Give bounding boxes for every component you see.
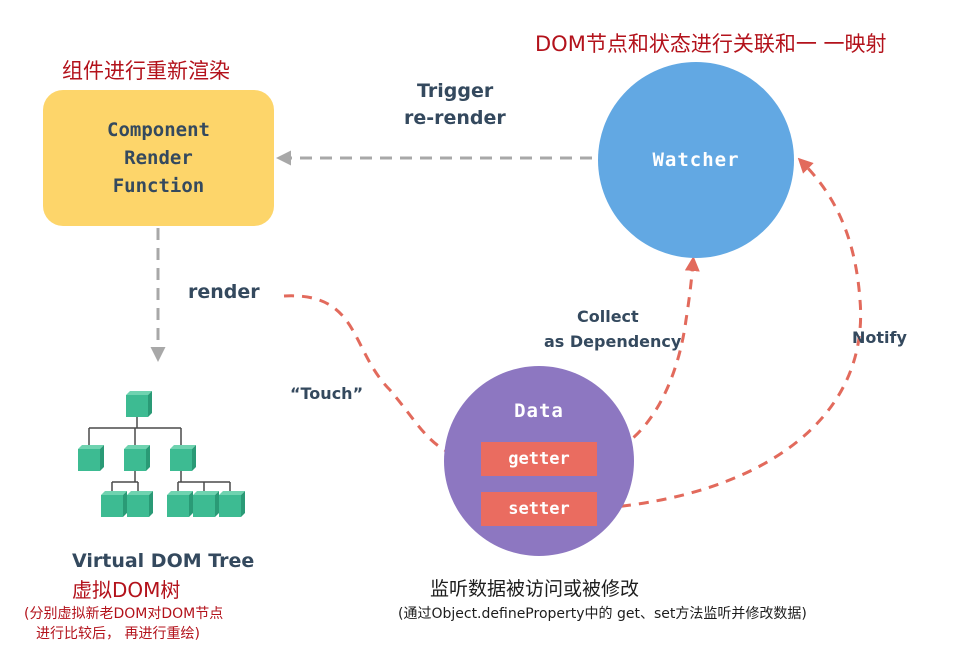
- tree-node-cube: [167, 491, 193, 517]
- touch-arrow: [283, 294, 478, 465]
- watcher-node: Watcher: [598, 62, 794, 258]
- data-label: Data: [514, 400, 564, 422]
- tree-node-cube: [78, 445, 104, 471]
- component-line-2: Render: [124, 147, 193, 169]
- tree-nodes: [78, 391, 245, 517]
- tree-node-cube: [126, 391, 152, 417]
- component-rerender-heading: 组件进行重新渲染: [62, 59, 230, 83]
- getter-pill: getter: [481, 442, 597, 476]
- trigger-label: Trigger: [417, 80, 494, 102]
- notify-label: Notify: [852, 328, 907, 347]
- virtual-dom-tree-icon: [88, 416, 231, 494]
- vdom-note-line-2: 进行比较后， 再进行重绘): [36, 626, 200, 642]
- component-line-3: Function: [112, 175, 205, 197]
- component-render-function-box: Component Render Function: [43, 90, 274, 226]
- tree-node-cube: [193, 491, 219, 517]
- touch-label: “Touch”: [290, 384, 364, 403]
- tree-node-cube: [127, 491, 153, 517]
- observe-cn-title: 监听数据被访问或被修改: [430, 578, 640, 600]
- tree-node-cube: [219, 491, 245, 517]
- observe-note: (通过Object.defineProperty中的 get、set方法监听并修…: [398, 606, 807, 622]
- rerender-label: re-render: [404, 107, 506, 129]
- as-dependency-label: as Dependency: [544, 332, 682, 351]
- vdom-note-line-1: (分别虚拟新老DOM对DOM节点: [24, 606, 224, 622]
- vdom-title: Virtual DOM Tree: [72, 550, 255, 572]
- notify-arrow: [602, 157, 863, 510]
- collect-label: Collect: [577, 307, 639, 326]
- watcher-label: Watcher: [652, 149, 740, 171]
- tree-node-cube: [101, 491, 127, 517]
- setter-pill: setter: [481, 492, 597, 526]
- data-node: Data getter setter: [444, 366, 634, 556]
- component-line-1: Component: [107, 119, 210, 141]
- collect-dependency-arrow: [602, 256, 700, 458]
- render-label: render: [188, 281, 260, 303]
- dom-mapping-heading: DOM节点和状态进行关联和一 一映射: [535, 32, 887, 56]
- tree-node-cube: [124, 445, 150, 471]
- tree-node-cube: [170, 445, 196, 471]
- vdom-cn-title: 虚拟DOM树: [72, 578, 181, 602]
